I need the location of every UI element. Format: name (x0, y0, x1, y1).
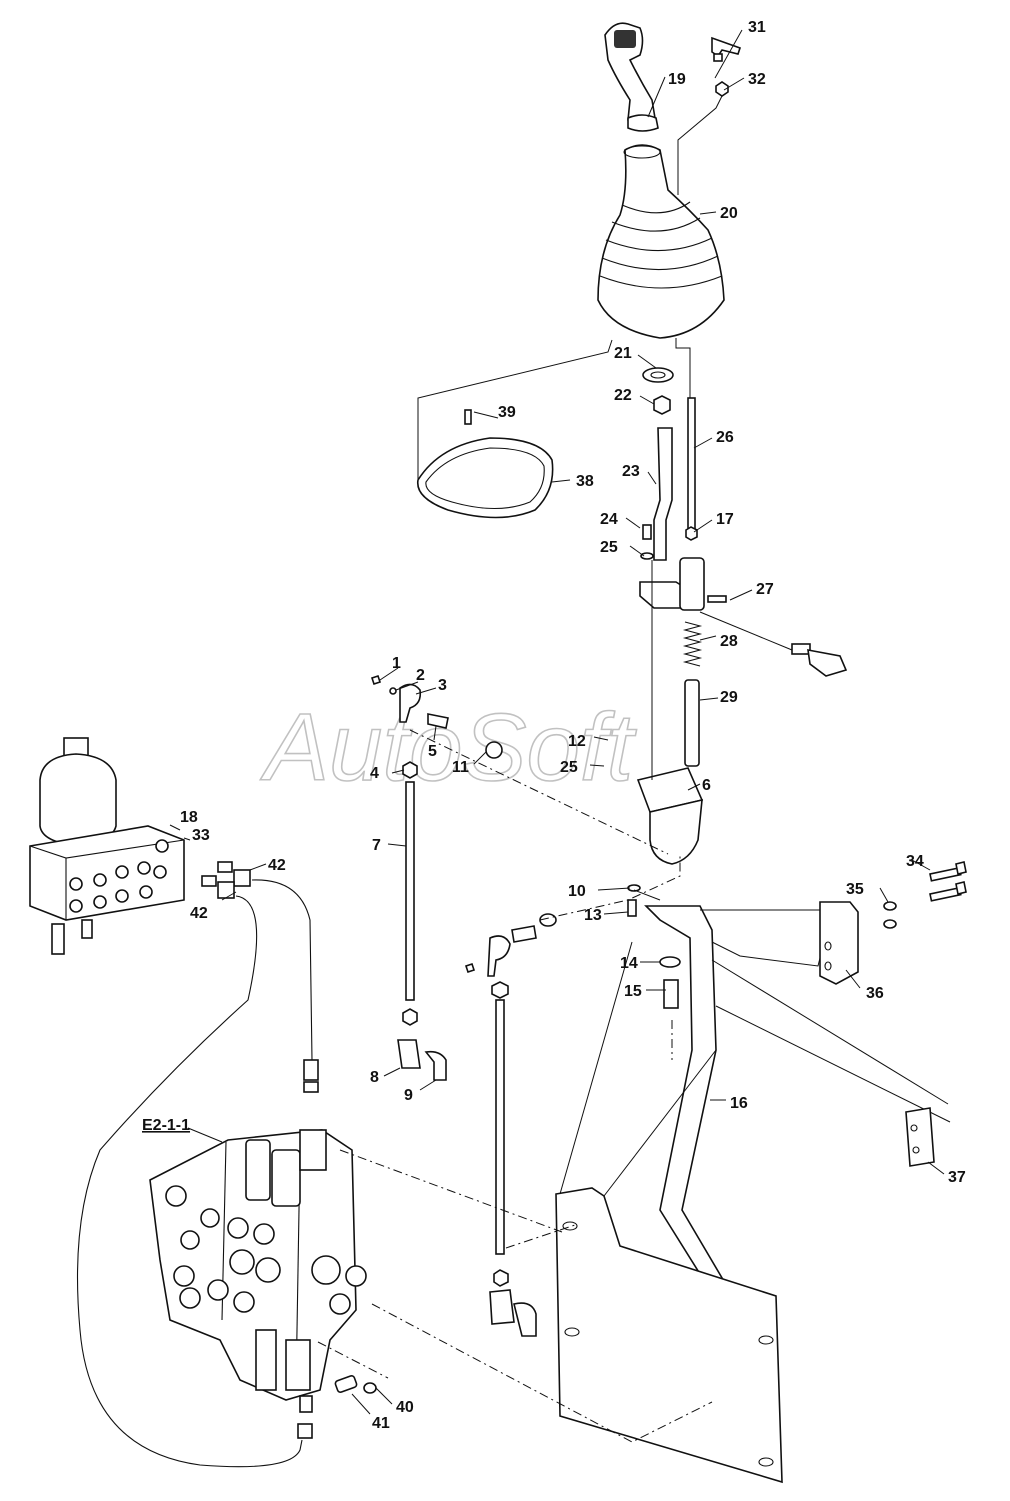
callout-39: 40 (396, 1399, 414, 1416)
lever-rod (653, 427, 673, 561)
callout-30: 31 (748, 19, 766, 36)
sleeve (684, 679, 700, 767)
callout-14: 14 (620, 955, 638, 972)
ring-21 (642, 367, 674, 383)
callout-40: 41 (372, 1415, 390, 1432)
linkage-middle (464, 884, 641, 1337)
callout-23: 23 (622, 463, 640, 480)
callout-16: 16 (730, 1095, 748, 1112)
callout-28: 28 (720, 633, 738, 650)
callout-42: 42 (190, 905, 208, 922)
screw-38 (464, 409, 472, 425)
manifold-block (29, 825, 185, 955)
callout-24: 24 (600, 511, 618, 528)
callout-8: 8 (370, 1069, 379, 1086)
callout-11: 11 (452, 759, 469, 776)
callout-7: 7 (372, 837, 381, 854)
bracket-block-35 (819, 901, 859, 985)
hoses (77, 861, 319, 1468)
callout-18: 18 (180, 809, 198, 826)
screw-24 (642, 524, 652, 540)
callout-22: 22 (614, 387, 632, 404)
callout-15: 15 (624, 983, 642, 1000)
callout-35: 36 (866, 985, 884, 1002)
assembly-label: E2-1-1 (142, 1117, 190, 1134)
watermark: AutoSoft (260, 694, 637, 801)
spring (682, 621, 703, 667)
callout-2: 2 (416, 667, 425, 684)
callout-10: 10 (568, 883, 586, 900)
callout-20: 20 (720, 205, 738, 222)
callout-labels: 31 19 32 20 21 22 39 26 23 38 24 17 25 2… (142, 19, 966, 1432)
washer-39 (363, 1382, 377, 1394)
callout-leaders (169, 29, 945, 1415)
linkage-left (370, 674, 503, 1081)
nut-31 (715, 81, 729, 97)
callout-37: 38 (576, 473, 594, 490)
bolts-33-34 (883, 861, 967, 929)
callout-32: 33 (192, 827, 210, 844)
nut-22 (653, 395, 671, 415)
callout-19: 19 (668, 71, 686, 88)
callout-5: 5 (428, 743, 437, 760)
callout-12: 12 (568, 733, 586, 750)
valve-base (636, 767, 704, 865)
callout-41: 42 (268, 857, 286, 874)
callout-9: 9 (404, 1087, 413, 1104)
callout-13: 13 (584, 907, 602, 924)
knob (711, 36, 742, 62)
callout-25: 25 (600, 539, 618, 556)
callout-38: 39 (498, 404, 516, 421)
joystick-handle (604, 22, 659, 132)
screw-40 (334, 1374, 358, 1394)
callout-4: 4 (370, 765, 379, 782)
gasket-plate (417, 437, 554, 519)
rubber-boot (597, 144, 725, 339)
callout-25b: 25 (560, 759, 578, 776)
mounting-plate (555, 1187, 783, 1484)
pin-rod (687, 397, 696, 531)
callout-3: 3 (438, 677, 447, 694)
block-36 (905, 1107, 935, 1167)
callout-17: 17 (716, 511, 734, 528)
control-valve-body (149, 1129, 367, 1439)
callout-33: 34 (906, 853, 924, 870)
callout-36: 37 (948, 1169, 966, 1186)
callout-34: 35 (846, 881, 864, 898)
callout-29: 29 (720, 689, 738, 706)
callout-31: 32 (748, 71, 766, 88)
mount-bracket (639, 557, 727, 611)
callout-27: 27 (756, 581, 774, 598)
callout-6: 6 (702, 777, 711, 794)
callout-1: 1 (392, 655, 401, 672)
electrical-connector (791, 643, 848, 677)
accumulator (39, 737, 117, 859)
callout-26: 26 (716, 429, 734, 446)
callout-21: 21 (614, 345, 632, 362)
